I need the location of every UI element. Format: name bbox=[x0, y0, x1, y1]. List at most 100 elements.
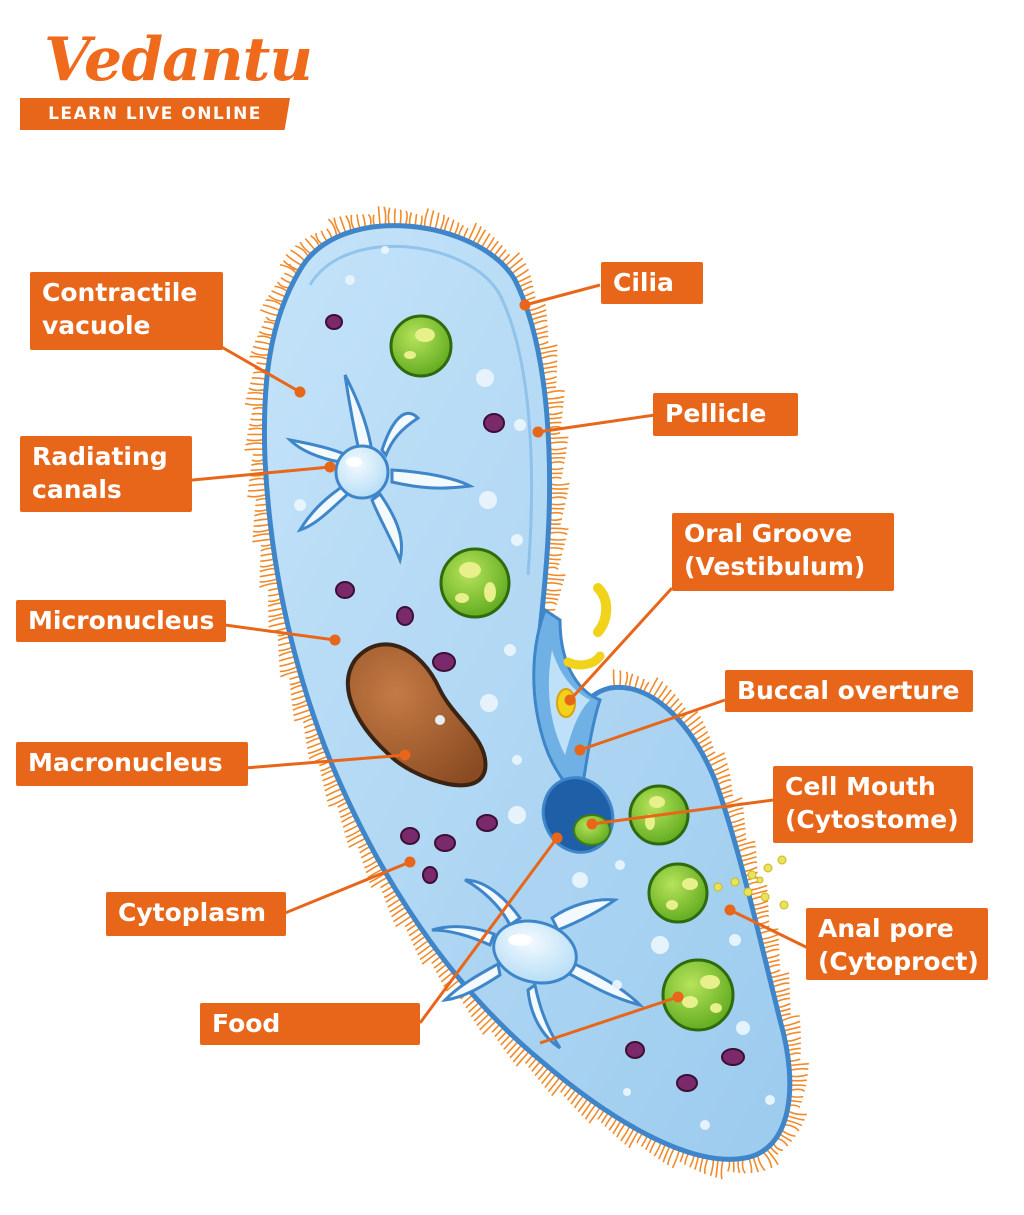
cilium bbox=[549, 492, 568, 495]
cilium bbox=[773, 987, 790, 994]
brand-logo: Vedantu LEARN LIVE ONLINE bbox=[20, 20, 313, 140]
cilium bbox=[739, 856, 757, 863]
cilium bbox=[429, 210, 435, 230]
cilium bbox=[278, 655, 296, 662]
cilium bbox=[548, 447, 568, 451]
cilium bbox=[393, 208, 397, 226]
cilium bbox=[549, 482, 570, 486]
label-micronucleus: Micronucleus bbox=[16, 600, 226, 642]
cilium bbox=[479, 1016, 494, 1031]
cilium bbox=[419, 947, 436, 961]
cilium bbox=[306, 741, 324, 750]
cilium bbox=[783, 1031, 801, 1037]
cilium bbox=[268, 621, 288, 628]
cilium bbox=[268, 616, 287, 623]
cilium bbox=[247, 391, 266, 396]
food-vacuole bbox=[661, 958, 735, 1032]
cilium bbox=[473, 1008, 487, 1022]
cilium bbox=[246, 397, 266, 401]
label-pellicle: Pellicle bbox=[653, 393, 798, 436]
cilium bbox=[262, 304, 282, 312]
contractile-vacuole-upper bbox=[285, 374, 475, 565]
cilium bbox=[249, 355, 270, 361]
cilium bbox=[715, 1158, 719, 1178]
cytoplasm-bubbles bbox=[294, 246, 775, 1130]
label-macronucleus: Macronucleus bbox=[16, 742, 248, 786]
cilium bbox=[395, 914, 413, 928]
cilium bbox=[786, 1109, 807, 1116]
cilium bbox=[515, 1050, 531, 1067]
cilium bbox=[789, 1067, 809, 1072]
cilium bbox=[685, 715, 702, 729]
cilium bbox=[259, 582, 280, 588]
cilium bbox=[771, 982, 790, 989]
cilium bbox=[248, 387, 266, 392]
cilium bbox=[548, 436, 569, 440]
brand-name: Vedantu bbox=[44, 25, 313, 95]
cilium bbox=[252, 538, 273, 543]
cilium bbox=[539, 354, 558, 360]
cilium bbox=[548, 531, 568, 536]
granules bbox=[325, 314, 745, 1092]
cilium bbox=[482, 1019, 498, 1035]
cilium bbox=[512, 1047, 527, 1063]
cilium bbox=[727, 812, 744, 819]
cilium bbox=[544, 582, 563, 586]
expelled-particles bbox=[713, 855, 789, 910]
cilium bbox=[507, 257, 524, 271]
cilium bbox=[383, 206, 387, 226]
cilium bbox=[788, 1062, 809, 1067]
cilium bbox=[762, 943, 780, 950]
food-particle-2 bbox=[563, 651, 605, 670]
cilium bbox=[530, 314, 547, 321]
cilium bbox=[259, 567, 277, 573]
cilium bbox=[547, 537, 567, 541]
cilium bbox=[247, 488, 268, 492]
cilium bbox=[545, 577, 565, 581]
cilium bbox=[780, 1015, 800, 1023]
cilium bbox=[259, 572, 278, 578]
food-vacuole bbox=[439, 547, 511, 619]
brand-tagline: LEARN LIVE ONLINE bbox=[20, 98, 290, 130]
cilium bbox=[245, 442, 265, 446]
cilium bbox=[279, 660, 298, 668]
cilium bbox=[433, 212, 440, 231]
cilium bbox=[548, 452, 567, 455]
cilium bbox=[295, 245, 310, 259]
cilium bbox=[504, 252, 520, 268]
cilium bbox=[581, 1100, 593, 1117]
cilium bbox=[476, 1012, 491, 1027]
cilium bbox=[247, 493, 268, 498]
food-vacuole bbox=[647, 862, 709, 924]
leader-lines bbox=[149, 283, 809, 1045]
cilium bbox=[737, 845, 756, 853]
cilium bbox=[537, 344, 558, 351]
cilium bbox=[544, 1073, 557, 1089]
cilium bbox=[618, 670, 622, 688]
cilium bbox=[671, 1148, 681, 1169]
cilium bbox=[543, 587, 562, 592]
cilium bbox=[547, 542, 565, 546]
cilium bbox=[785, 1114, 805, 1121]
label-cell-mouth: Cell Mouth (Cytostome) bbox=[773, 766, 973, 843]
cilium bbox=[688, 720, 704, 733]
cilium bbox=[255, 340, 273, 346]
cilium bbox=[551, 1079, 565, 1097]
cilium bbox=[584, 1103, 597, 1120]
food-vacuole bbox=[389, 314, 453, 378]
label-oral-groove: Oral Groove (Vestibulum) bbox=[672, 513, 894, 591]
cilium bbox=[759, 933, 779, 940]
cilium bbox=[540, 360, 558, 365]
cilium bbox=[259, 577, 279, 583]
cilium bbox=[546, 405, 564, 410]
cilium bbox=[761, 938, 780, 945]
label-food-vacuoles: Food vacuoles bbox=[200, 1003, 420, 1071]
label-buccal-overture: Buccal overture bbox=[725, 670, 973, 712]
food-particle-1 bbox=[593, 583, 612, 637]
cilium bbox=[544, 390, 565, 395]
cilium bbox=[421, 951, 439, 965]
cilium bbox=[391, 906, 408, 918]
cilium bbox=[252, 528, 272, 533]
cilium bbox=[370, 876, 389, 889]
